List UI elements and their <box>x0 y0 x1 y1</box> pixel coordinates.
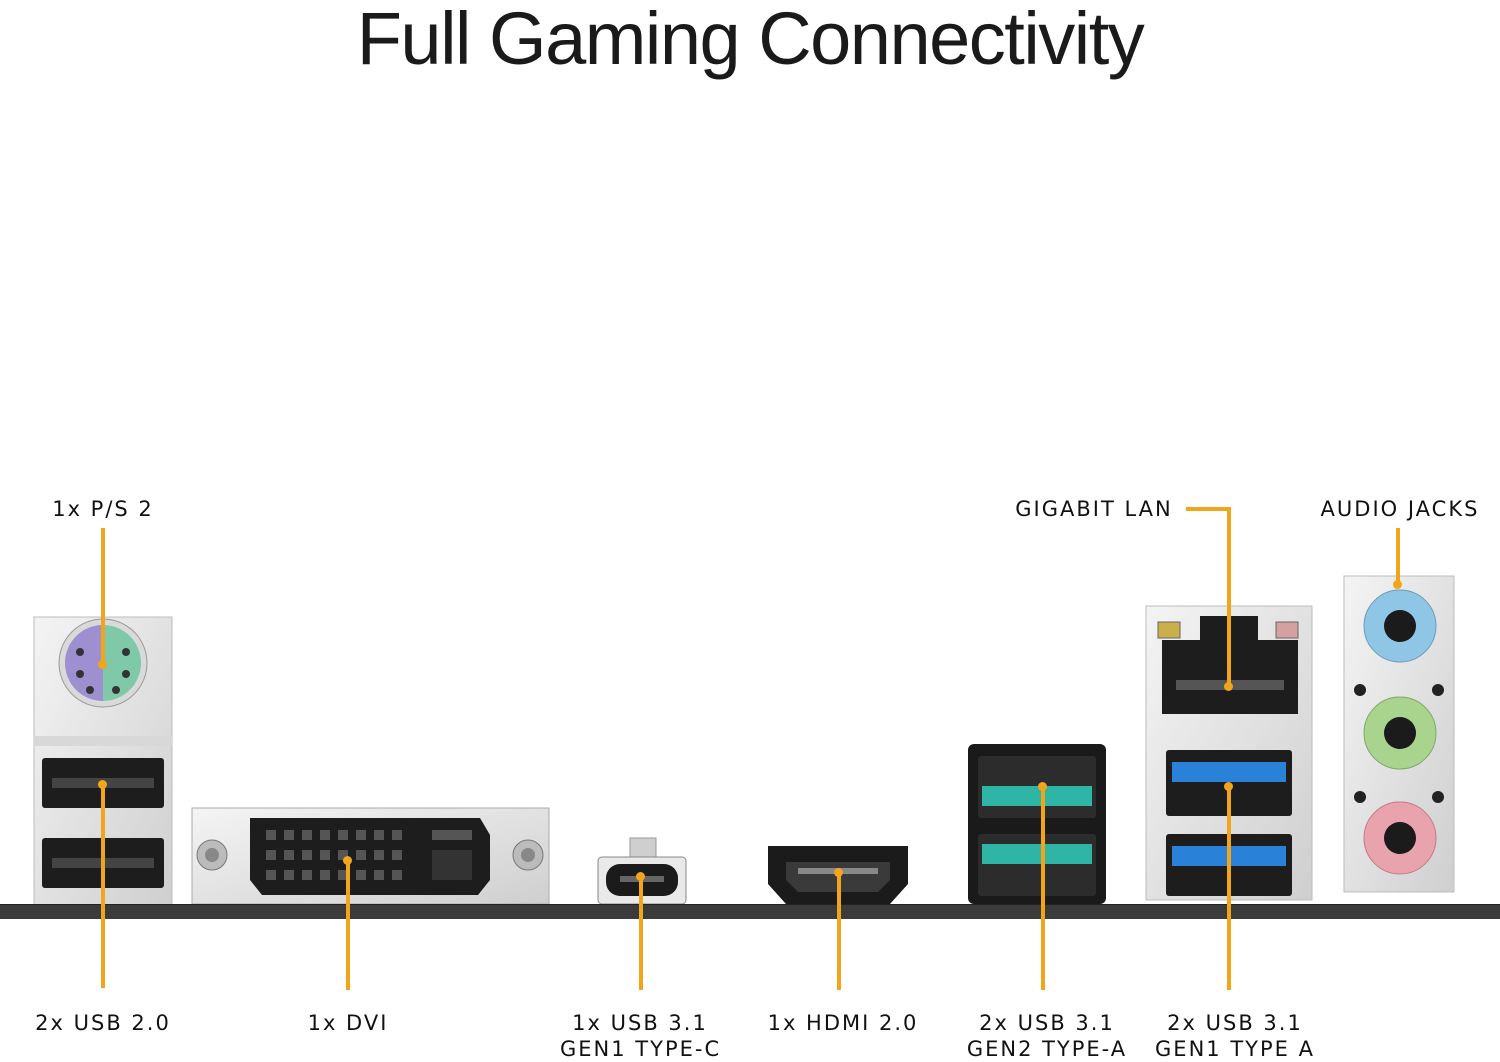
leader-usb31-gen1 <box>1227 786 1231 990</box>
leader-audio <box>1396 528 1400 584</box>
motherboard-edge <box>0 904 1500 919</box>
label-usb31-gen1-line1: 2x USB 3.1 <box>1167 1011 1303 1035</box>
label-usb20: 2x USB 2.0 <box>35 1011 171 1035</box>
leader-usb31-gen2 <box>1041 786 1045 990</box>
page-title: Full Gaming Connectivity <box>356 0 1145 80</box>
label-typec-line1: 1x USB 3.1 <box>572 1011 708 1035</box>
leader-dvi <box>346 860 350 990</box>
label-ps2: 1x P/S 2 <box>52 497 154 521</box>
leader-usb31-gen1-dot <box>1224 782 1233 791</box>
audio-jack-stack <box>1343 575 1455 893</box>
label-usb31-gen1: 2x USB 3.1 GEN1 TYPE A <box>1150 1010 1320 1062</box>
ps2-mouse-half <box>103 625 141 701</box>
leader-hdmi <box>837 872 841 990</box>
leader-usb20 <box>101 784 105 988</box>
leader-usb20-dot <box>98 780 107 789</box>
ps2-keyboard-half <box>65 625 103 701</box>
dvi-port <box>191 807 550 905</box>
leader-lan-v <box>1227 507 1231 687</box>
leader-lan-h <box>1186 507 1231 511</box>
label-dvi: 1x DVI <box>307 1011 389 1035</box>
label-hdmi: 1x HDMI 2.0 <box>767 1011 919 1035</box>
label-usb31-gen2-line2: GEN2 TYPE-A <box>966 1037 1128 1061</box>
label-lan: GIGABIT LAN <box>1015 497 1173 521</box>
leader-typec <box>639 876 643 990</box>
leader-typec-dot <box>636 872 645 881</box>
leader-dvi-dot <box>343 856 352 865</box>
label-typec-line2: GEN1 TYPE-C <box>560 1037 722 1061</box>
leader-lan-dot <box>1224 682 1233 691</box>
leader-audio-dot <box>1393 580 1402 589</box>
label-usb31-gen2: 2x USB 3.1 GEN2 TYPE-A <box>962 1010 1132 1062</box>
label-usb31-gen2-line1: 2x USB 3.1 <box>979 1011 1115 1035</box>
leader-ps2 <box>101 528 105 664</box>
leader-hdmi-dot <box>834 868 843 877</box>
leader-ps2-dot <box>98 660 107 669</box>
label-audio: AUDIO JACKS <box>1320 497 1480 521</box>
leader-usb31-gen2-dot <box>1038 782 1047 791</box>
label-typec: 1x USB 3.1 GEN1 TYPE-C <box>560 1010 720 1062</box>
usb31-gen2-stack <box>968 744 1106 904</box>
label-usb31-gen1-line2: GEN1 TYPE A <box>1155 1037 1315 1061</box>
